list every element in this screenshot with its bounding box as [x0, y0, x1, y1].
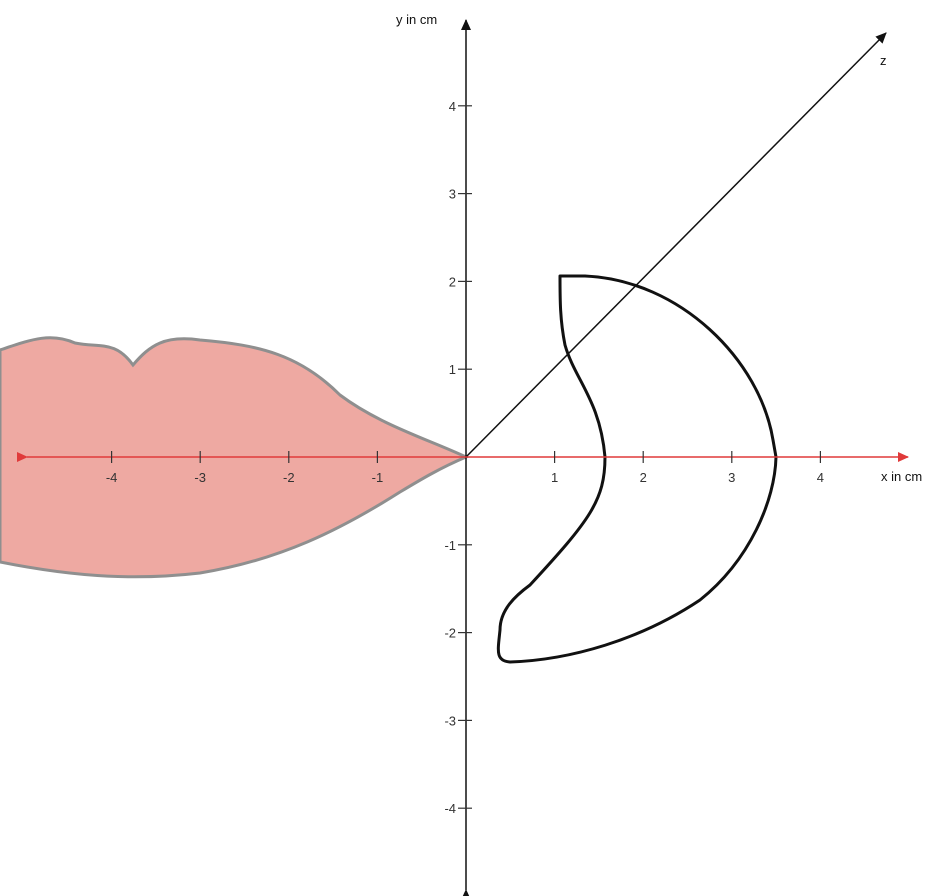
y-tick-label: 4 — [449, 99, 456, 114]
x-tick-label: -3 — [194, 470, 206, 485]
y-axis-ticks: 4 3 2 1 -1 -2 -3 -4 — [444, 99, 472, 816]
x-tick-label: 2 — [640, 470, 647, 485]
x-tick-label: 1 — [551, 470, 558, 485]
crescent-shape — [496, 274, 778, 664]
x-tick-label: 3 — [728, 470, 735, 485]
y-tick-label: -1 — [444, 538, 456, 553]
z-axis-title: z — [880, 53, 887, 68]
x-axis-ticks: -4 -3 -2 -1 1 2 3 4 — [106, 451, 824, 485]
y-tick-label: -3 — [444, 713, 456, 728]
y-tick-label: 1 — [449, 362, 456, 377]
x-tick-label: 4 — [817, 470, 824, 485]
y-tick-label: 3 — [449, 187, 456, 202]
x-tick-label: -4 — [106, 470, 118, 485]
y-tick-label: 2 — [449, 274, 456, 289]
y-tick-label: -2 — [444, 626, 456, 641]
y-tick-label: -4 — [444, 801, 456, 816]
x-axis-title: x in cm — [881, 469, 922, 484]
z-axis — [465, 32, 887, 458]
y-axis-title: y in cm — [396, 12, 437, 27]
x-tick-label: -1 — [372, 470, 384, 485]
x-tick-label: -2 — [283, 470, 295, 485]
